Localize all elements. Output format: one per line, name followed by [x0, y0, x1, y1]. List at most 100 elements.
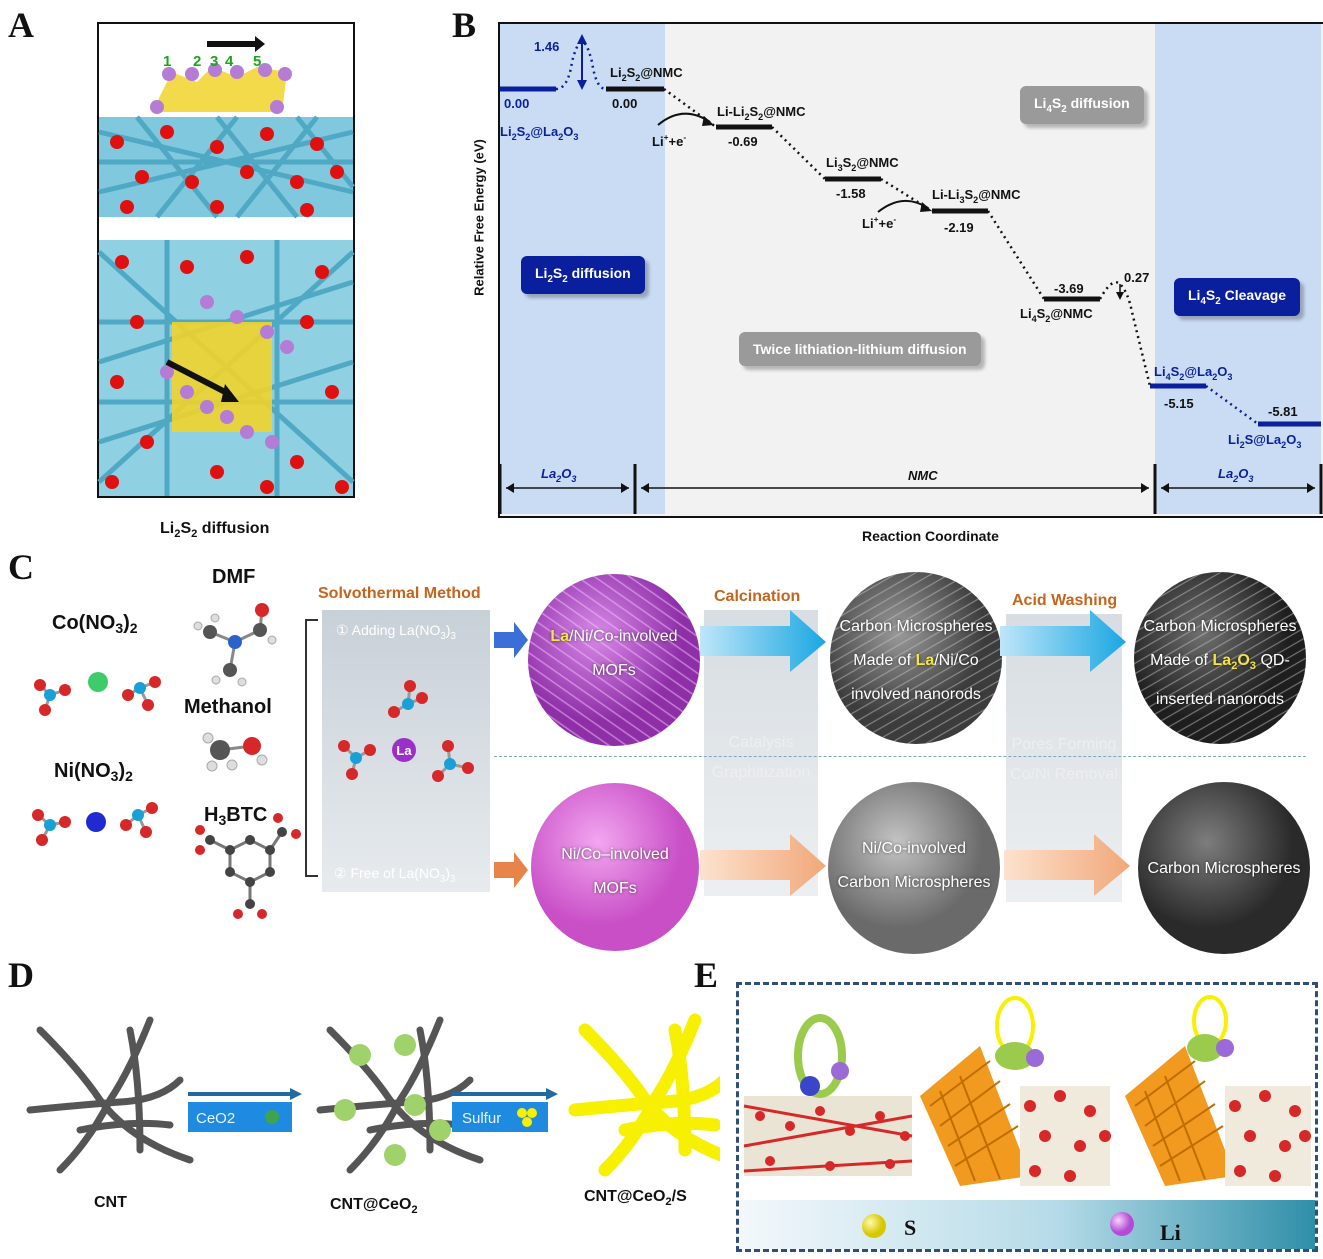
- barrier-curve-1: [555, 40, 607, 91]
- label-sulfur-box: Sulfur: [462, 1110, 502, 1127]
- value-li-li2s2-nmc: -0.69: [728, 134, 758, 149]
- label-li2s2-la2o3: Li2S2@La2O3: [500, 124, 579, 142]
- region-right-bg: [1155, 24, 1321, 514]
- structure-1: [743, 1014, 913, 1176]
- legend-s-label: S: [904, 1215, 917, 1240]
- li-e-label-1: Li++e-: [652, 132, 687, 149]
- sphere6-text: Carbon Microspheres: [1147, 860, 1301, 877]
- y-axis-label: Relative Free Energy (eV): [471, 139, 487, 296]
- value-li4s2-la2o3: -5.15: [1164, 396, 1194, 411]
- molecule-drawings: [32, 603, 301, 919]
- site-number-1: 1: [163, 53, 171, 70]
- panel-a-letter: A: [8, 5, 34, 45]
- sphere-la-carbon: [830, 572, 1002, 744]
- label-li-li2s2-nmc: Li-Li2S2@NMC: [717, 104, 806, 122]
- label-li3s2-nmc: Li3S2@NMC: [826, 155, 899, 173]
- region-label-mid: NMC: [908, 468, 938, 483]
- arrow-calcination-top: [700, 610, 826, 672]
- pill-li4s2-cleavage: Li4S2 Cleavage: [1174, 278, 1301, 316]
- methanol-molecule: [202, 732, 268, 772]
- label-ceo2-box: CeO2: [196, 1110, 236, 1127]
- panel-c-letter: C: [8, 547, 34, 587]
- value-li2s2-la2o3: 0.00: [504, 96, 530, 111]
- bracket: [305, 619, 318, 877]
- sphere-ni-co-mofs: [531, 783, 699, 951]
- structure-2: [920, 996, 1111, 1186]
- cnt-drawings: [26, 1013, 720, 1177]
- site-number-4: 4: [225, 53, 234, 70]
- li-e-label-2: Li++e-: [862, 214, 897, 231]
- label-h3btc: H3BTC: [204, 804, 268, 828]
- label-methanol: Methanol: [184, 696, 272, 718]
- pill-twice-lithiation: Twice lithiation-lithium diffusion: [739, 332, 981, 366]
- sphere-carbon: [1138, 782, 1310, 954]
- region-label-left: La2O3: [541, 466, 577, 484]
- panel-a-caption: Li2S2 diffusion: [160, 520, 270, 540]
- sphere-la2o3-carbon: [1134, 572, 1306, 744]
- label-li2s-la2o3: Li2S@La2O3: [1228, 432, 1302, 450]
- label-cnt-ceo2: CNT@CeO2: [330, 1196, 418, 1216]
- label-li-li3s2-nmc: Li-Li3S2@NMC: [932, 187, 1021, 205]
- value-li4s2-nmc: -3.69: [1054, 281, 1084, 296]
- arrow-acid-top: [1000, 610, 1126, 672]
- legend-bar: [739, 1200, 1315, 1249]
- barrier-value-1: 1.46: [534, 39, 560, 54]
- legend-li-icon: [1110, 1212, 1134, 1236]
- label-cnt-ceo2-s: CNT@CeO2/S: [584, 1188, 687, 1208]
- label-dmf: DMF: [212, 566, 256, 588]
- route-separator: [494, 756, 1306, 757]
- label-adding-la: ① Adding La(NO3)3: [336, 622, 456, 642]
- label-cnt: CNT: [94, 1194, 127, 1211]
- label-free-la: ② Free of La(NO3)3: [334, 865, 456, 885]
- title-acid-washing: Acid Washing: [1012, 592, 1118, 609]
- structure-3: [1125, 995, 1311, 1186]
- ni-no3-molecule: [32, 802, 158, 846]
- barrier-curve-2: [1098, 281, 1152, 387]
- value-li3s2-nmc: -1.58: [836, 186, 866, 201]
- la-no3-molecule: La: [338, 680, 474, 782]
- region-label-right: La2O3: [1218, 466, 1254, 484]
- dmf-molecule: [193, 603, 277, 687]
- arrow-acid-bottom: [1004, 834, 1130, 896]
- x-axis-label: Reaction Coordinate: [862, 528, 999, 544]
- site-number-3: 3: [210, 53, 218, 70]
- top-lattice: [98, 36, 355, 219]
- label-li2s2-nmc: Li2S2@NMC: [610, 65, 683, 83]
- la-atom-label: La: [396, 743, 412, 758]
- panel-d-letter: D: [8, 955, 34, 995]
- sphere-ni-co-carbon: [828, 782, 1000, 954]
- value-li2s-la2o3: -5.81: [1268, 404, 1298, 419]
- legend-s-icon: [862, 1214, 886, 1238]
- bottom-lattice: [97, 240, 355, 496]
- panel-b-letter: B: [452, 5, 477, 45]
- panel-e-letter: E: [694, 955, 719, 995]
- energy-profile: [498, 34, 1323, 514]
- panel-a-structure: 1 2 3 4 5: [97, 22, 355, 498]
- co-no3-molecule: [34, 672, 161, 716]
- arrow-calcination-bottom: [700, 834, 826, 896]
- label-ni-no3: Ni(NO3)2: [54, 760, 133, 784]
- value-li2s2-nmc: 0.00: [612, 96, 638, 111]
- label-li4s2-nmc: Li4S2@NMC: [1020, 306, 1093, 324]
- pill-li4s2-diffusion: Li4S2 diffusion: [1020, 86, 1144, 124]
- pill-li2s2-diffusion: Li2S2 diffusion: [521, 256, 645, 294]
- entry-arrows: [494, 622, 528, 888]
- value-li-li3s2-nmc: -2.19: [944, 220, 974, 235]
- cnt-network: [26, 1016, 194, 1174]
- label-co-no3: Co(NO3)2: [52, 612, 138, 636]
- legend-li-label: Li: [1160, 1220, 1181, 1245]
- ceo2-particles: [334, 1034, 451, 1166]
- title-calcination: Calcination: [714, 588, 801, 605]
- sulfur-network: [568, 1013, 720, 1177]
- label-li4s2-la2o3: Li4S2@La2O3: [1154, 364, 1233, 382]
- sphere-la-mofs: [528, 574, 700, 746]
- title-solvothermal: Solvothermal Method: [318, 585, 481, 602]
- site-number-5: 5: [253, 53, 261, 70]
